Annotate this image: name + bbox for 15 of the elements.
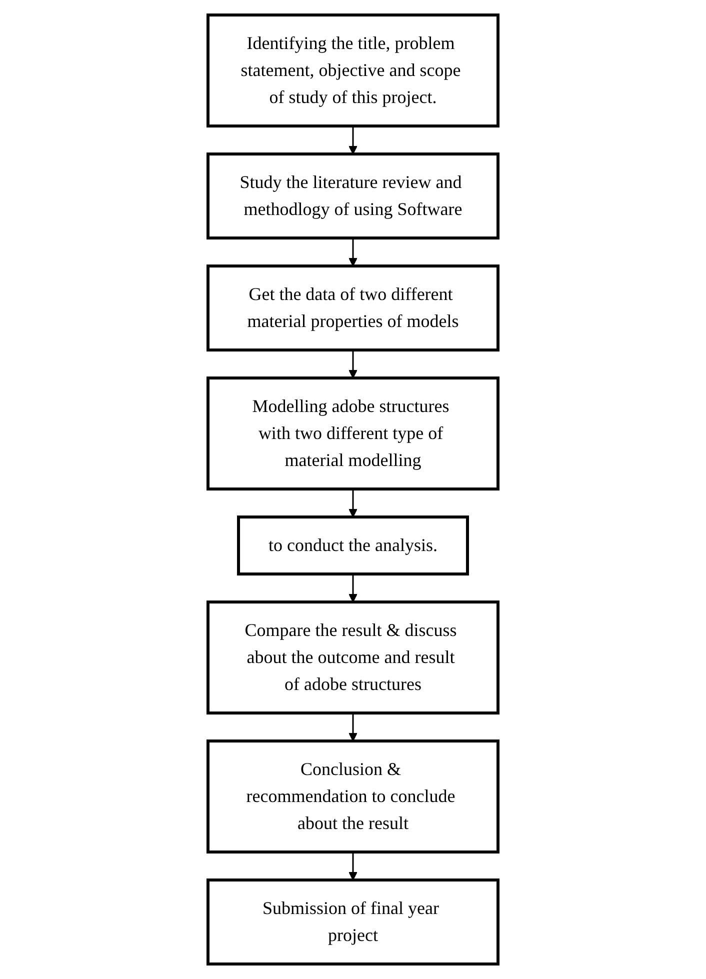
node-box: Identifying the title, problem statement, objective and scope of study of this project. bbox=[206, 14, 500, 128]
node-box: Modelling adobe structures with two different type of material modelling bbox=[206, 376, 500, 490]
arrow bbox=[348, 350, 358, 378]
arrow bbox=[348, 852, 358, 880]
arrow bbox=[348, 126, 358, 154]
node-box: Compare the result & discuss about the outcome and result of adobe structures bbox=[206, 600, 500, 714]
node-box: Study the literature review and methodlogy of using Software bbox=[206, 152, 500, 240]
arrow bbox=[348, 574, 358, 602]
node-box: to conduct the analysis. bbox=[237, 516, 469, 576]
arrow bbox=[348, 238, 358, 266]
node-box: Get the data of two different material properties of models bbox=[206, 264, 500, 352]
arrow bbox=[348, 713, 358, 742]
node-box: Submission of final year project bbox=[206, 878, 500, 966]
arrow bbox=[348, 489, 358, 518]
node-box: Conclusion & recommendation to conclude about the result bbox=[206, 740, 500, 854]
